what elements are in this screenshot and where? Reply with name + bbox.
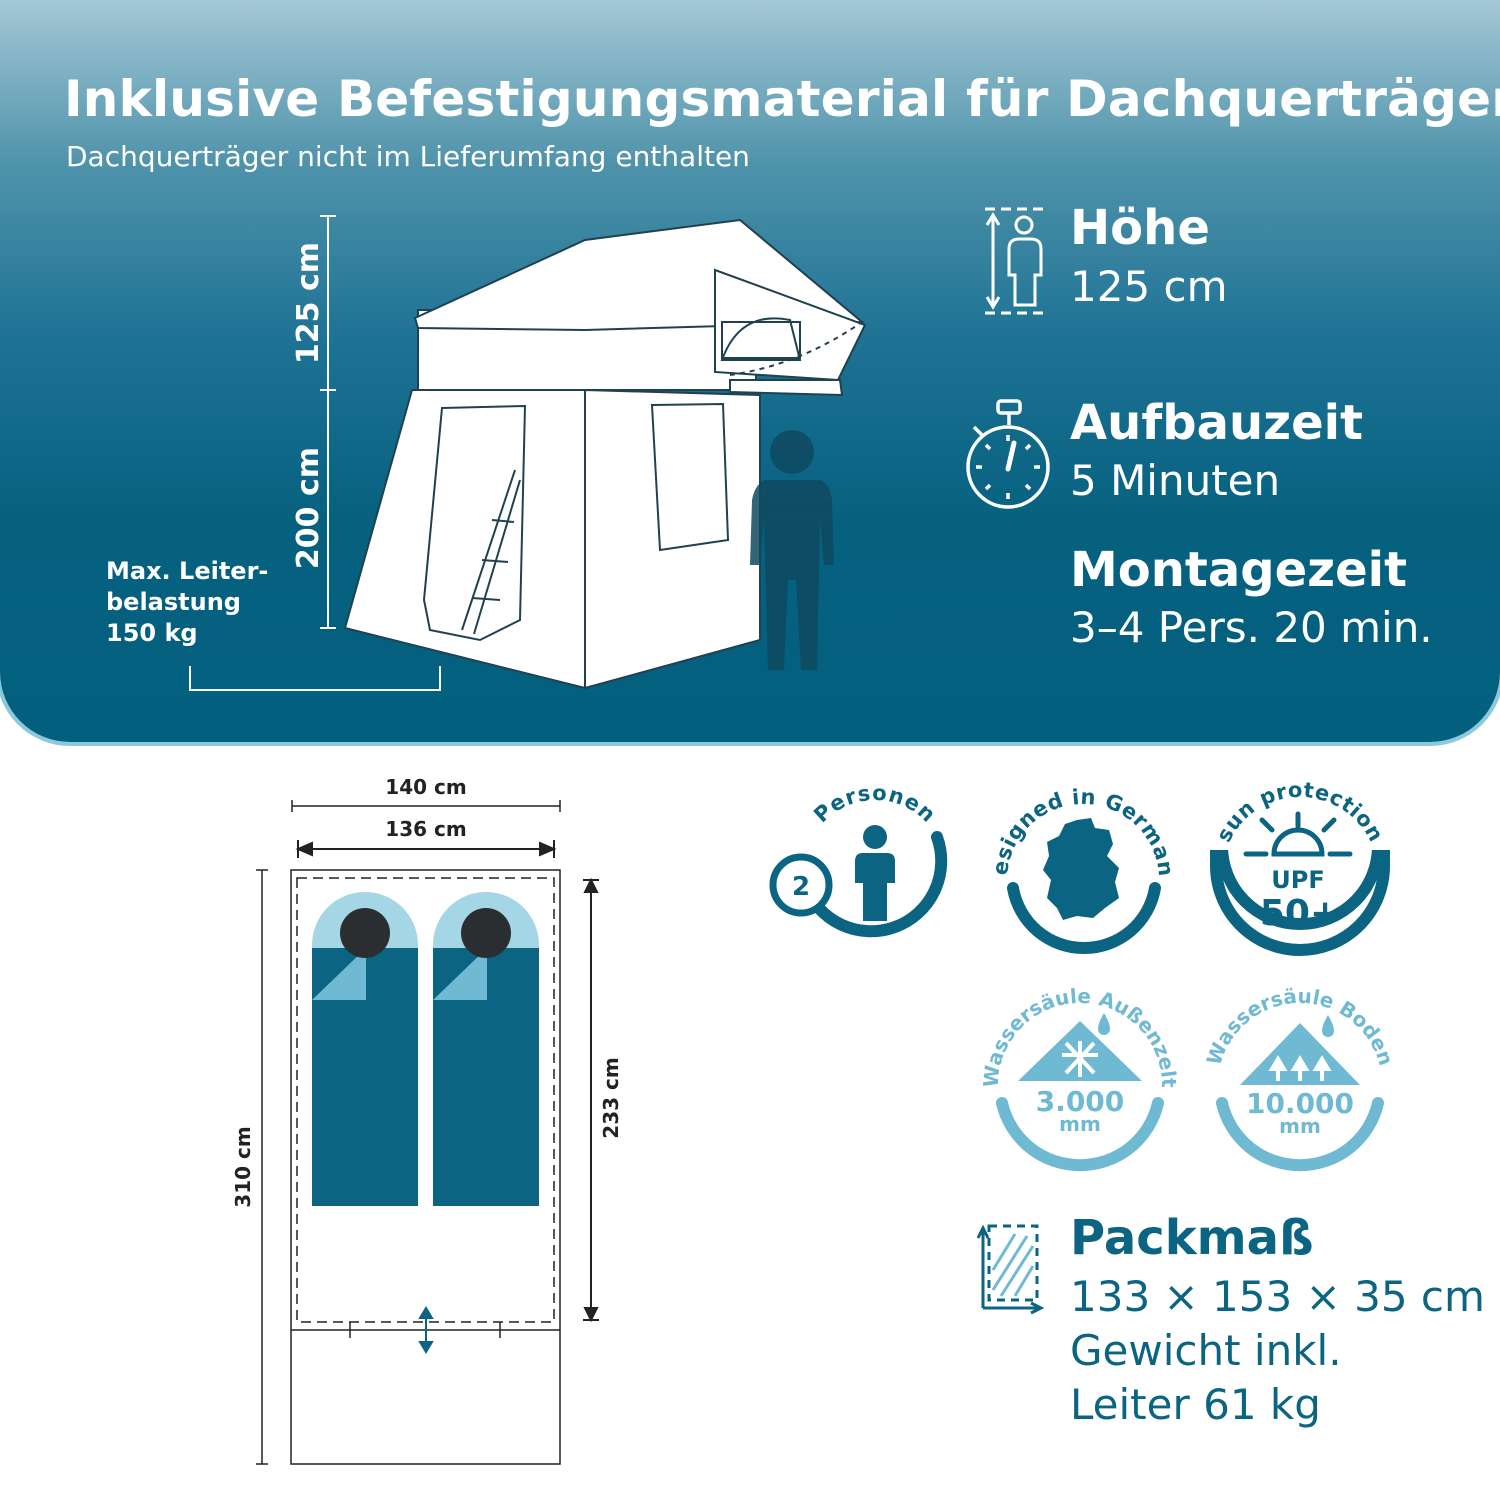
weight-line2: Leiter 61 kg — [1070, 1380, 1321, 1429]
person-height-icon — [985, 207, 1045, 315]
water-outer-value: 3.000 — [1036, 1085, 1125, 1118]
water-floor-unit: mm — [1279, 1114, 1321, 1138]
pack-size-icon — [976, 1224, 1045, 1315]
stopwatch-icon — [966, 399, 1050, 509]
tent-illustration: 125 cm 200 cm — [189, 215, 867, 691]
weight-line1: Gewicht inkl. — [1070, 1326, 1342, 1375]
page-title: Inklusive Befestigungsmaterial für Dachq… — [64, 70, 1500, 128]
page-subtitle: Dachquerträger nicht im Lieferumfang ent… — [66, 140, 750, 173]
upf-label: UPF — [1271, 866, 1324, 894]
ladder-note-line2: belastung — [106, 588, 241, 616]
height-lower-label: 200 cm — [291, 447, 326, 569]
tent-details — [422, 317, 863, 642]
sleeping-bag-right — [433, 892, 539, 1206]
upf-value: 50+ — [1260, 893, 1340, 934]
pack-size-value: 133 × 153 × 35 cm — [1070, 1272, 1485, 1321]
bed-length-label: 233 cm — [599, 1057, 623, 1138]
pack-size-label: Packmaß — [1070, 1210, 1314, 1266]
mounting-time-label: Montagezeit — [1070, 542, 1408, 598]
ladder-note-line1: Max. Leiter- — [106, 557, 269, 585]
height-value: 125 cm — [1070, 262, 1228, 311]
water-outer-unit: mm — [1059, 1112, 1101, 1136]
svg-text:Personen: Personen — [809, 781, 941, 828]
persons-badge: Personen 2 — [769, 781, 948, 938]
mounting-time-value: 3–4 Pers. 20 min. — [1070, 603, 1433, 652]
water-floor-value: 10.000 — [1246, 1087, 1354, 1120]
height-upper-label: 125 cm — [291, 242, 326, 364]
person-silhouette — [750, 430, 834, 670]
height-label: Höhe — [1070, 200, 1210, 256]
persons-count: 2 — [792, 872, 810, 902]
sun-protection-badge: sun protection UPF 50+ — [1200, 770, 1400, 956]
germany-map-icon — [1043, 818, 1119, 920]
ladder-load-note: Max. Leiter- belastung 150 kg — [106, 556, 268, 649]
ladder-note-line3: 150 kg — [106, 619, 198, 647]
designed-in-germany-badge: designed in Germany — [985, 770, 1178, 954]
sleeping-bag-left — [312, 892, 418, 1206]
water-column-outer-badge: Wassersäule Außenzelt 3.000 mm — [980, 985, 1180, 1172]
total-length-label: 310 cm — [231, 1126, 255, 1207]
inner-width-label: 136 cm — [385, 817, 466, 841]
height-dimension-line — [189, 215, 441, 691]
sun-icon — [1243, 811, 1353, 857]
outer-width-label: 140 cm — [385, 775, 466, 799]
tent-body — [343, 218, 867, 690]
setup-time-label: Aufbauzeit — [1070, 395, 1364, 451]
person-icon — [855, 825, 895, 921]
floor-plan: 140 cm 136 cm 310 cm — [231, 775, 623, 1465]
setup-time-value: 5 Minuten — [1070, 456, 1281, 505]
persons-label: Personen — [809, 781, 940, 828]
water-column-floor-badge: Wassersäule Boden 10.000 mm — [1202, 985, 1398, 1172]
